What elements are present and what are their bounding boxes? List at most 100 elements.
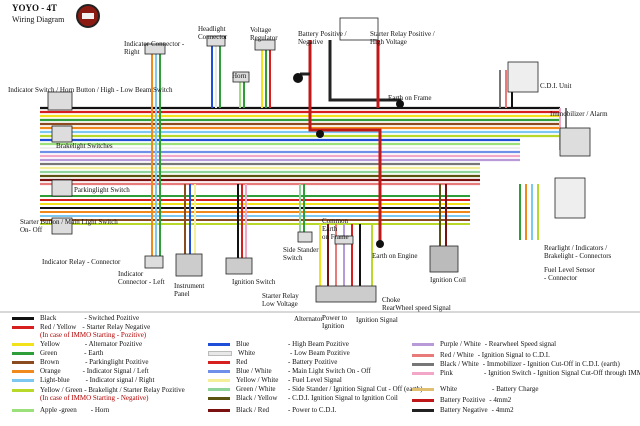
engine-earth-icon <box>376 240 384 248</box>
battery-terminal-icon <box>293 73 303 83</box>
legend-swatch <box>208 378 230 382</box>
legend-item: Battery Negative- 4mm2 <box>412 406 514 414</box>
battery-box <box>339 17 379 41</box>
legend-swatch <box>12 316 34 320</box>
legend-swatch <box>412 387 434 391</box>
headlight-connector-box <box>206 35 226 47</box>
common-earth-box <box>334 235 354 245</box>
legend-swatch <box>412 371 434 375</box>
starter-button-box <box>51 217 73 235</box>
label-ignition-signal: Ignition Signal <box>356 316 398 324</box>
legend-swatch <box>12 378 34 382</box>
indicator-connector-left-box <box>144 255 164 269</box>
legend-note: (In case of IMMO Starting - Negative) <box>40 394 149 402</box>
legend-swatch <box>12 360 34 364</box>
legend-item: Brown- Parkinglight Pozitive <box>12 358 148 366</box>
legend-swatch <box>412 398 434 402</box>
legend-item: Black / Red- Power to C.D.I. <box>208 406 336 414</box>
instrument-panel-box <box>175 253 203 277</box>
label-choke: Choke <box>382 296 401 304</box>
label-earth-on-engine: Earth on Engine <box>372 252 418 260</box>
legend-item: Red- Battery Pozitive <box>208 358 337 366</box>
brakelight-switch-box <box>51 125 73 143</box>
legend-item: Apple -green- Horn <box>12 406 109 414</box>
legend-item: Yellow- Alternator Pozitive <box>12 340 142 348</box>
cdi-unit-box <box>507 61 539 93</box>
legend-swatch <box>208 350 232 356</box>
legend-item: Green / White- Side Stander / Ignition S… <box>208 385 423 393</box>
legend-item: Battery Pozitive- 4mm2 <box>412 396 511 404</box>
relay-terminal-icon <box>316 130 324 138</box>
legend-swatch <box>12 342 34 346</box>
legend-item: Red / White- Ignition Signal to C.D.I. <box>412 351 550 359</box>
label-ignition-switch: Ignition Switch <box>232 278 276 286</box>
horn-box <box>232 71 250 83</box>
legend-item: Black / White- Immobilizer - Ignition Cu… <box>412 360 620 368</box>
legend-item: Black- Switched Pozitive <box>12 314 139 322</box>
main-harness-bundle <box>40 106 560 186</box>
ignition-switch-box <box>225 257 253 275</box>
legend-swatch <box>412 342 434 346</box>
diagram-brand: YOYO - 4T <box>12 3 57 13</box>
legend-swatch <box>12 369 34 373</box>
label-horn: Horn <box>232 72 247 80</box>
label-ignition-coil: Ignition Coil <box>430 276 466 284</box>
label-brakelight-switches: Brakelight Switches <box>56 142 113 150</box>
immobilizer-box <box>559 127 591 157</box>
legend-swatch <box>12 408 34 412</box>
legend-item: White- Battery Charge <box>412 385 539 393</box>
legend-swatch <box>12 388 34 392</box>
label-alternator: Alternator <box>294 315 323 323</box>
rearlight-connectors-box <box>554 177 586 219</box>
legend-swatch <box>208 387 230 391</box>
label-indicator-connector-right: Indicator Connector -Right <box>124 40 185 56</box>
label-indicator-relay: Indicator Relay - Connector <box>42 258 121 266</box>
parkinglight-switch-box <box>51 179 73 197</box>
legend-item: Pink- Ignition Switch - Ignition Signal … <box>412 369 640 377</box>
legend-swatch <box>208 342 230 346</box>
legend-item: Green- Earth <box>12 349 103 357</box>
voltage-regulator-box <box>254 39 276 51</box>
legend-item: Yellow / Green - Brakelight / Starter Re… <box>12 386 185 394</box>
legend-item: Yellow / White- Fuel Level Signal <box>208 376 342 384</box>
indicator-connector-right-box <box>144 43 166 55</box>
legend-swatch <box>208 408 230 412</box>
lower-harness-bundle <box>40 195 470 225</box>
legend-swatch <box>412 362 434 366</box>
legend-swatch <box>208 396 230 400</box>
legend-item: Black / Yellow- C.D.I. Ignition Signal t… <box>208 394 398 402</box>
label-immobilizer: Immobilizer / Alarm <box>550 110 608 118</box>
label-rearlight: Rearlight / Indicators /Brakelight - Con… <box>544 244 612 260</box>
label-battery: Battery Positive /Negative <box>298 30 347 46</box>
engine-connector-box <box>315 285 377 303</box>
legend-item: Light-blue- Indicator signal / Right <box>12 376 154 384</box>
legend-item: Blue / White- Main Light Switch On - Off <box>208 367 371 375</box>
legend-swatch <box>412 353 434 357</box>
label-starter-relay: Starter Relay Positive /High Voltage <box>370 30 435 46</box>
label-parkinglight-switch: Parkinglight Switch <box>74 186 130 194</box>
legend-note: (In case of IMMO Starting - Pozitive) <box>40 331 147 339</box>
legend-swatch <box>208 369 230 373</box>
side-stander-box <box>297 231 313 243</box>
legend-item: Orange- Indicator Signal / Left <box>12 367 149 375</box>
legend-swatch <box>412 408 434 412</box>
components <box>47 17 591 303</box>
label-fuel-sensor: Fuel Level Sensor- Connector <box>544 266 595 282</box>
legend-item: Red / Yellow- Starter Relay Negative <box>12 323 150 331</box>
label-earth-on-frame: Earth on Frame <box>388 94 432 102</box>
legend-item: Blue- High Beam Pozitive <box>208 340 349 348</box>
label-indicator-switch: Indicator Switch / Horn Button / High - … <box>8 86 173 94</box>
ignition-coil-box <box>429 245 459 273</box>
legend-swatch <box>208 360 230 364</box>
legend-item: White- Low Beam Pozitive <box>208 349 350 357</box>
